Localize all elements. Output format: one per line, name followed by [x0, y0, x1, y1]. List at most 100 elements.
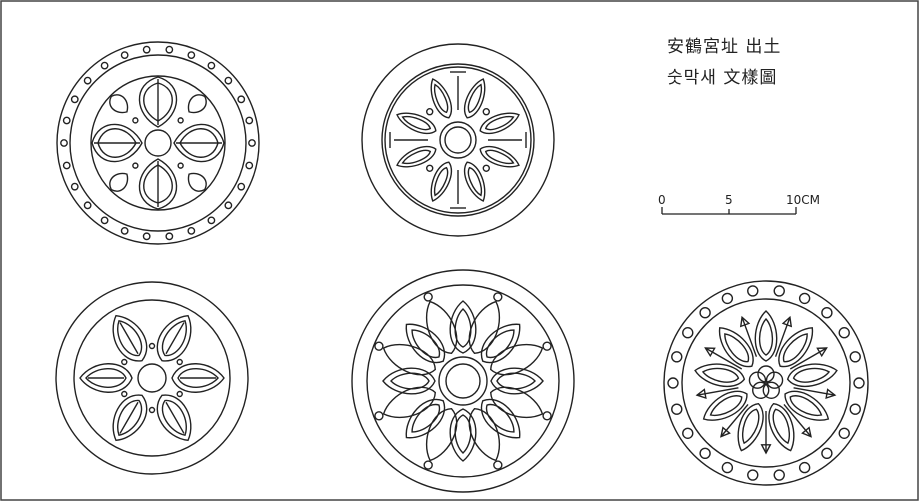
lotus-petal	[396, 145, 437, 168]
cross-petal	[138, 76, 178, 128]
arrow-head	[801, 426, 812, 438]
interpetal-dot	[148, 342, 156, 350]
outer-petal	[468, 300, 501, 354]
lotus-petal	[702, 390, 748, 421]
outer-petal	[490, 343, 544, 376]
lotus-petal-inner	[758, 317, 774, 356]
arrow-head	[781, 315, 793, 328]
inner-petal-core	[411, 329, 441, 359]
outer-petal	[468, 408, 501, 462]
border-dot	[493, 292, 503, 302]
tile-bottom-left	[55, 281, 249, 475]
lotus-petal	[112, 394, 148, 442]
tile-inner-rim	[73, 299, 231, 457]
tile-bottom-right	[663, 280, 869, 486]
arrow-shaft	[783, 403, 812, 438]
border-dot	[142, 232, 151, 241]
petal-rib	[119, 322, 139, 355]
interpetal-dot	[176, 390, 183, 398]
inner-petal-core	[390, 372, 430, 390]
tile-top-middle	[361, 43, 555, 237]
border-dot	[83, 201, 92, 210]
tile-center-boss	[439, 121, 477, 159]
lotus-petal-inner	[709, 395, 743, 417]
tile-drawings	[55, 41, 869, 493]
inner-petal	[405, 398, 446, 439]
inner-petal-core	[411, 403, 441, 433]
lotus-petal	[396, 112, 437, 135]
lotus-petal-inner	[724, 333, 750, 363]
tile-center-boss-inner	[445, 363, 481, 399]
lotus-petal	[463, 161, 486, 202]
tile-center-boss	[438, 356, 488, 406]
scale-label-5: 5	[725, 193, 733, 207]
border-dot	[245, 161, 254, 170]
border-dot	[821, 307, 833, 319]
lotus-petal-inner	[792, 367, 831, 383]
interpetal-dot	[132, 162, 139, 169]
border-dot	[165, 232, 174, 241]
outer-petal	[425, 408, 458, 462]
border-dot	[838, 327, 850, 339]
center-cloud-lobe	[757, 365, 775, 383]
arrow-head	[739, 315, 751, 328]
lotus-petal	[754, 310, 778, 362]
small-petal	[109, 94, 129, 114]
caption-line-1: 安鶴宮址 出土	[667, 37, 782, 57]
center-cloud-lobe	[765, 371, 784, 389]
center-cloud-lobe	[752, 381, 770, 399]
border-dot	[165, 45, 174, 54]
tile-inner-rim-double	[384, 66, 532, 214]
tile-bottom-middle	[351, 269, 575, 493]
border-dot	[849, 403, 861, 415]
arrow-shaft	[793, 387, 836, 396]
lotus-petal	[463, 78, 486, 119]
lotus-petal-inner	[467, 166, 483, 197]
inner-petal-core	[485, 403, 515, 433]
interpetal-dot	[482, 108, 490, 116]
lotus-petal	[479, 145, 520, 168]
lotus-petal-inner	[161, 399, 187, 436]
lotus-petal	[784, 390, 830, 421]
border-dot	[62, 161, 71, 170]
small-petal	[187, 94, 207, 114]
inner-petal-core	[454, 414, 472, 454]
border-dot	[721, 461, 734, 474]
arrow-head	[720, 426, 731, 438]
border-dot	[747, 469, 759, 481]
cross-petal	[173, 123, 225, 163]
lotus-petal	[156, 314, 192, 362]
border-dot	[374, 411, 384, 421]
interpetal-dot	[482, 164, 490, 172]
interpetal-dot	[121, 390, 128, 398]
inner-petal	[382, 367, 436, 395]
border-dot	[142, 45, 151, 54]
lotus-petal	[430, 161, 453, 202]
arrow-shaft	[789, 347, 827, 370]
arrow-head	[704, 347, 716, 358]
inner-petal-core	[454, 308, 472, 348]
lotus-petal	[694, 363, 746, 388]
lotus-petal	[786, 363, 838, 388]
border-dot	[773, 469, 785, 481]
tile-inner-rim	[69, 54, 247, 232]
lotus-petal-inner	[789, 395, 823, 417]
border-dot	[245, 116, 254, 125]
border-dot	[60, 139, 68, 147]
border-dot	[100, 61, 109, 70]
arrow-head	[825, 388, 837, 400]
lotus-petal	[778, 327, 814, 368]
interpetal-dot	[176, 358, 183, 366]
lotus-petal	[718, 327, 754, 368]
inner-petal-core	[496, 372, 536, 390]
petal-rib	[119, 401, 139, 434]
tile-outer-rim	[663, 280, 869, 486]
tile-field-ring	[90, 75, 226, 211]
tile-outer-rim	[55, 281, 249, 475]
border-dot	[237, 95, 246, 104]
lotus-petal-inner	[701, 367, 740, 383]
border-dot	[100, 216, 109, 225]
border-dot	[120, 51, 129, 60]
